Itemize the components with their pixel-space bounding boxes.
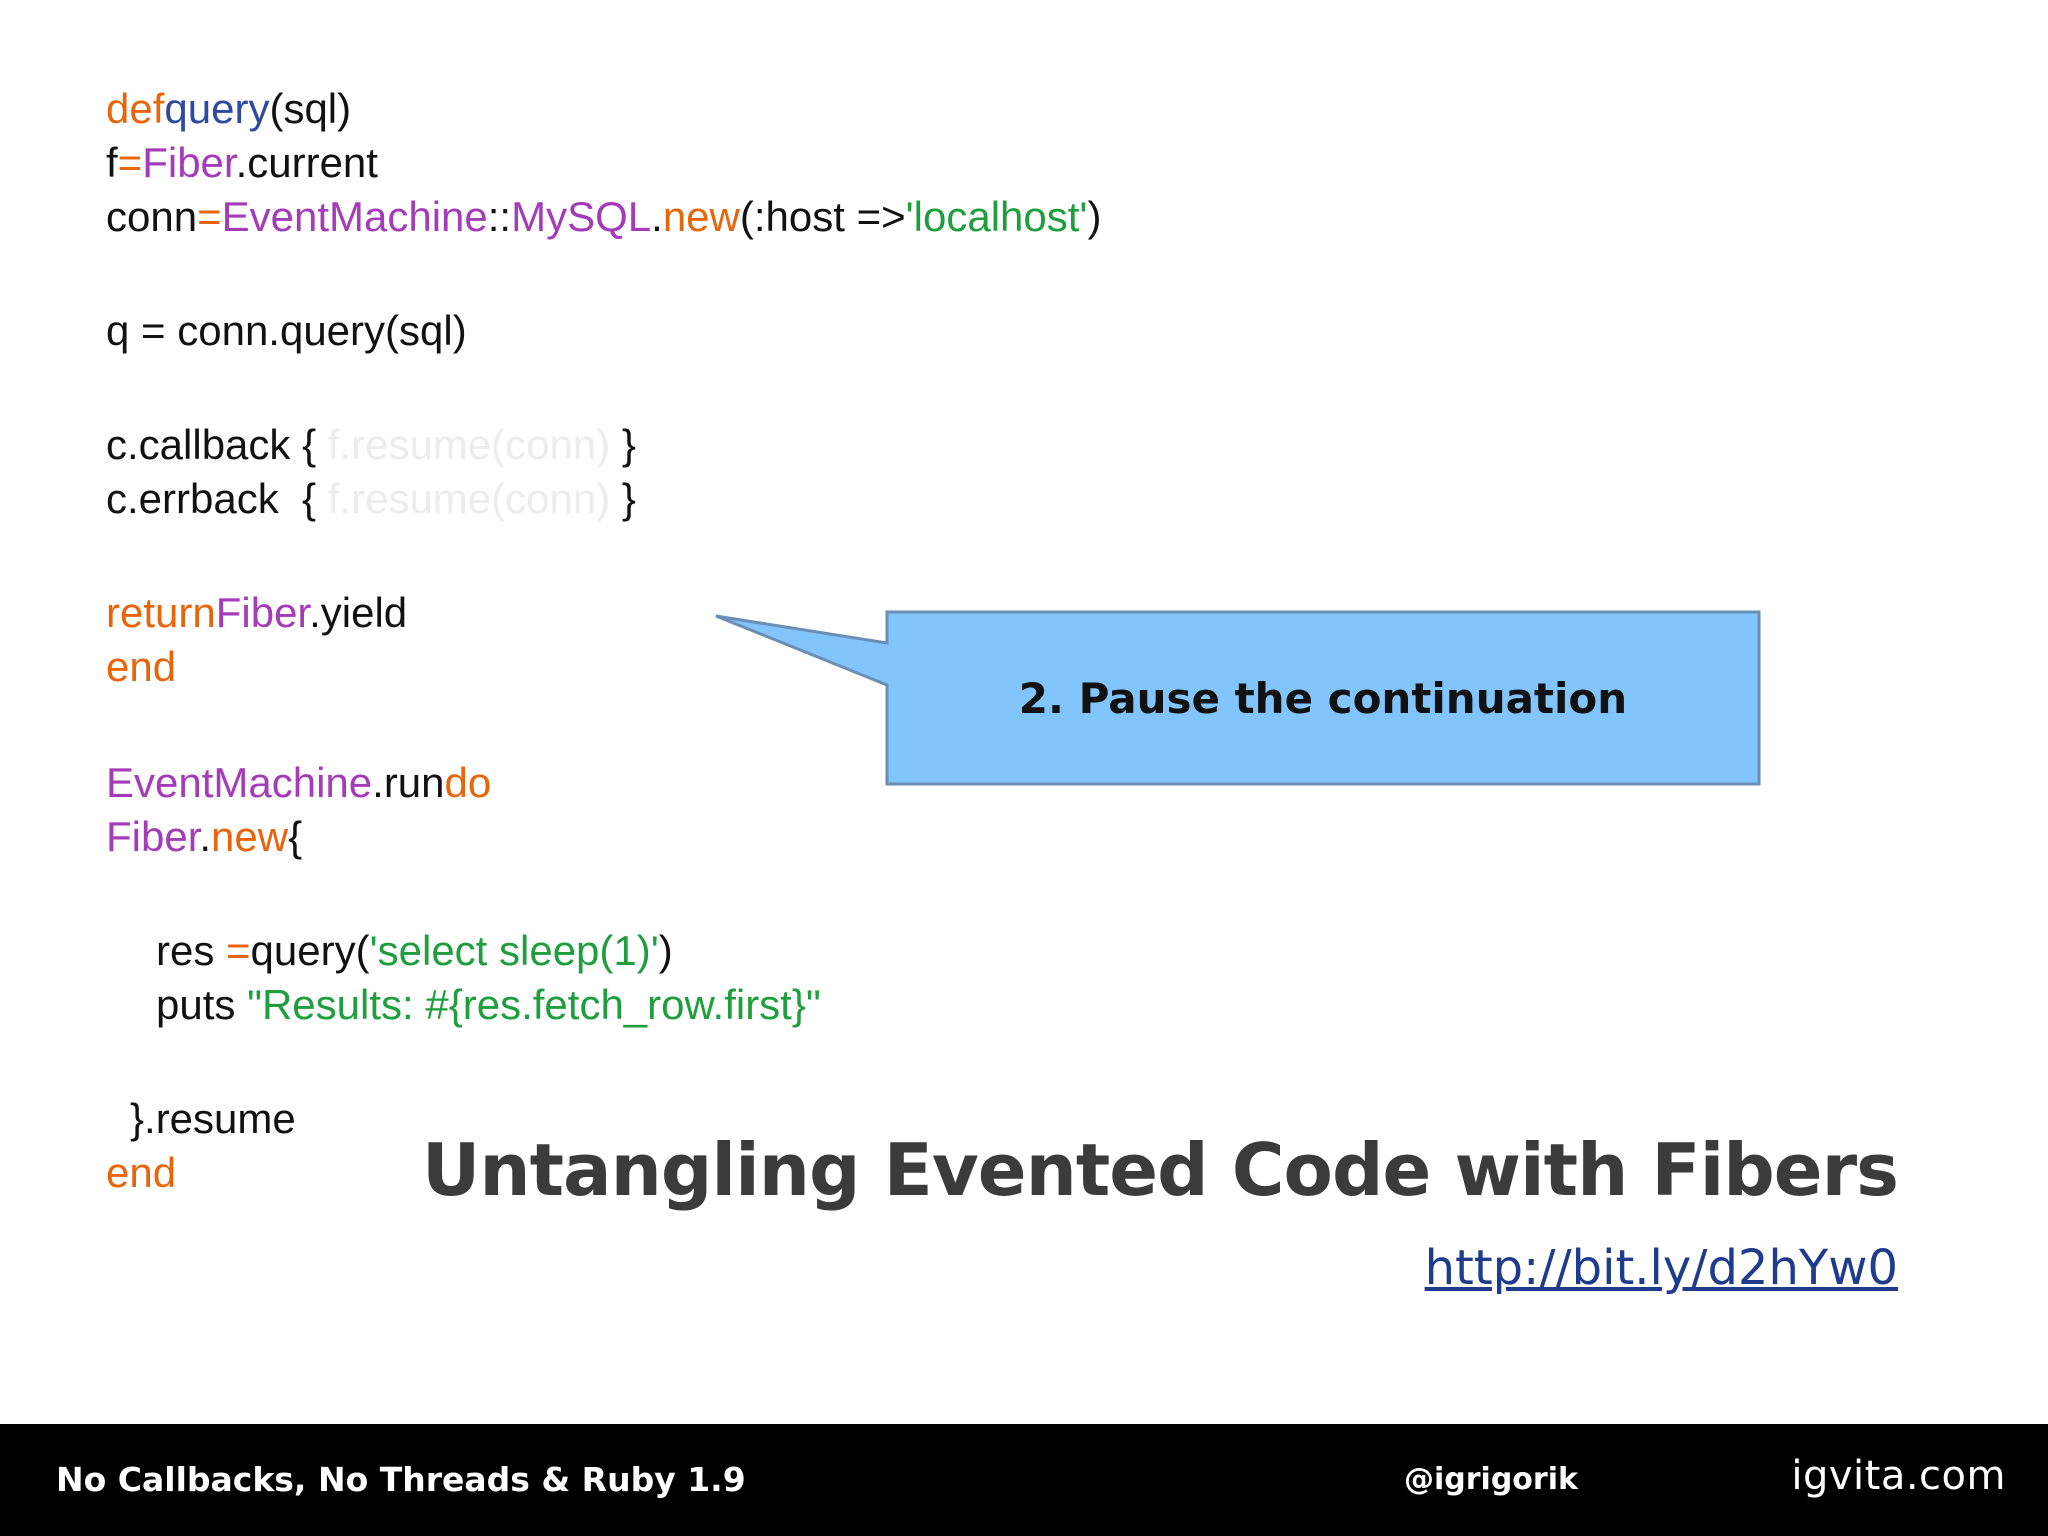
footer-bar: No Callbacks, No Threads & Ruby 1.9 @igr… (0, 1424, 2048, 1536)
code-text: c.errback { (106, 475, 328, 522)
code-keyword: end (106, 643, 177, 690)
code-line: f=Fiber.current (106, 136, 378, 190)
code-keyword: end (106, 1149, 177, 1196)
code-keyword: do (444, 759, 492, 806)
slide-title: Untangling Evented Code with Fibers (421, 1128, 1899, 1212)
code-text: (:host => (739, 193, 906, 240)
code-keyword: return (106, 589, 216, 636)
code-operator: = (117, 139, 143, 186)
code-text: ) (1087, 193, 1102, 240)
code-text: puts (156, 981, 248, 1028)
code-class: MySQL (511, 193, 652, 240)
code-text: . (651, 193, 663, 240)
code-operator: = (226, 927, 251, 974)
callout-text: 2. Pause the continuation (1018, 673, 1628, 723)
code-text: :: (487, 193, 512, 240)
code-line: q = conn.query(sql) (106, 304, 467, 358)
code-text: (sql) (269, 85, 352, 132)
code-class: Fiber (215, 589, 310, 636)
code-text: { (288, 813, 303, 860)
code-text: .run (372, 759, 445, 806)
code-line: c.errback { f.resume(conn) } (106, 472, 636, 526)
code-text: c.callback { (106, 421, 328, 468)
reference-link[interactable]: http://bit.ly/d2hYw0 (1424, 1240, 1898, 1296)
code-line: res =query('select sleep(1)') (156, 924, 673, 978)
code-line: conn=EventMachine::MySQL.new(:host =>'lo… (106, 190, 1101, 244)
code-text: res (156, 927, 227, 974)
code-text: ) (658, 927, 673, 974)
code-text: query( (250, 927, 370, 974)
site-logo: igvita.com (1791, 1453, 2006, 1499)
code-text: } (610, 421, 636, 468)
code-class: Fiber (142, 139, 236, 186)
code-faded: f.resume(conn) (327, 475, 611, 522)
code-line: Fiber.new{ (106, 810, 302, 864)
code-line: EventMachine.rundo (106, 756, 491, 810)
code-line: }.resume (130, 1092, 296, 1146)
code-operator: = (197, 193, 222, 240)
talk-title: No Callbacks, No Threads & Ruby 1.9 (56, 1460, 746, 1499)
code-class: EventMachine (106, 759, 373, 806)
code-string: 'localhost' (905, 193, 1088, 240)
twitter-handle: @igrigorik (1404, 1462, 1578, 1497)
code-line: defquery(sql) (106, 82, 351, 136)
code-class: Fiber (106, 813, 200, 860)
code-class: EventMachine (221, 193, 488, 240)
code-text: conn (106, 193, 198, 240)
code-line: c.callback { f.resume(conn) } (106, 418, 636, 472)
code-line: end (106, 640, 176, 694)
code-function: query (164, 85, 270, 132)
code-text: } (610, 475, 636, 522)
code-string: 'select sleep(1)' (369, 927, 659, 974)
code-line: returnFiber.yield (106, 586, 407, 640)
code-text: f (106, 139, 118, 186)
code-text: q = conn.query(sql) (106, 307, 467, 354)
code-text: }.resume (130, 1095, 296, 1142)
code-line: puts "Results: #{res.fetch_row.first}" (156, 978, 821, 1032)
code-line: end (106, 1146, 176, 1200)
code-string: "Results: #{res.fetch_row.first}" (247, 981, 821, 1028)
code-text: .current (235, 139, 378, 186)
code-text: . (199, 813, 212, 860)
code-keyword: new (211, 813, 289, 860)
code-keyword: new (662, 193, 740, 240)
code-keyword: def (106, 85, 165, 132)
slide: defquery(sql) f=Fiber.current conn=Event… (106, 82, 1900, 1296)
code-text: .yield (309, 589, 408, 636)
code-faded: f.resume(conn) (327, 421, 611, 468)
